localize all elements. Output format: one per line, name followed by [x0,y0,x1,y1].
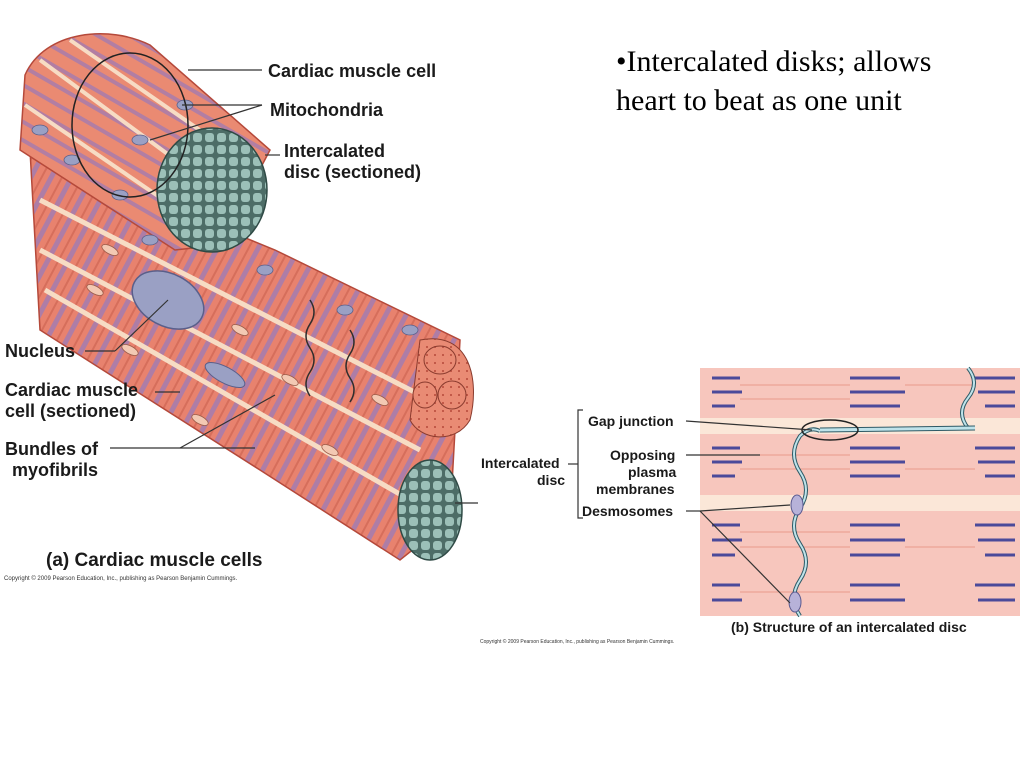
bullet-line-2: heart to beat as one unit [616,84,902,117]
label-mitochondria: Mitochondria [270,100,383,120]
label-cell-sectioned-line-1: Cardiac muscle [5,380,139,400]
label-cardiac-muscle-cell: Cardiac muscle cell [268,61,437,81]
figure-a-copyright: Copyright © 2009 Pearson Education, Inc.… [4,576,238,582]
figure-b-illustration [568,366,1020,618]
label-intercalated-disc-b-line-1: Intercalated [481,455,560,471]
label-intercalated-disc-line-2: disc (sectioned) [284,162,422,182]
label-nucleus: Nucleus [5,341,76,361]
bullet-line-1: •Intercalated disks; allows [616,45,932,78]
label-bundles-line-1: Bundles of [5,439,98,459]
label-bundles-line-2: myofibrils [12,460,99,480]
label-cell-sectioned-line-2: cell (sectioned) [5,401,137,421]
figure-a-caption: (a) Cardiac muscle cells [46,550,263,571]
figure-b-copyright: Copyright © 2009 Pearson Education, Inc.… [480,639,675,645]
figure-a-illustration [19,33,478,561]
label-opposing-line-1: Opposing [610,447,676,463]
label-opposing-line-2: plasma [628,464,677,480]
label-opposing-line-3: membranes [596,481,675,497]
figure-b-caption: (b) Structure of an intercalated disc [731,619,967,635]
bullet-text: •Intercalated disks; allows heart to bea… [616,42,1016,120]
label-gap-junction: Gap junction [588,413,674,429]
label-desmosomes: Desmosomes [582,503,674,519]
label-intercalated-disc-b-line-2: disc [537,472,566,488]
label-intercalated-disc-line-1: Intercalated [284,141,386,161]
